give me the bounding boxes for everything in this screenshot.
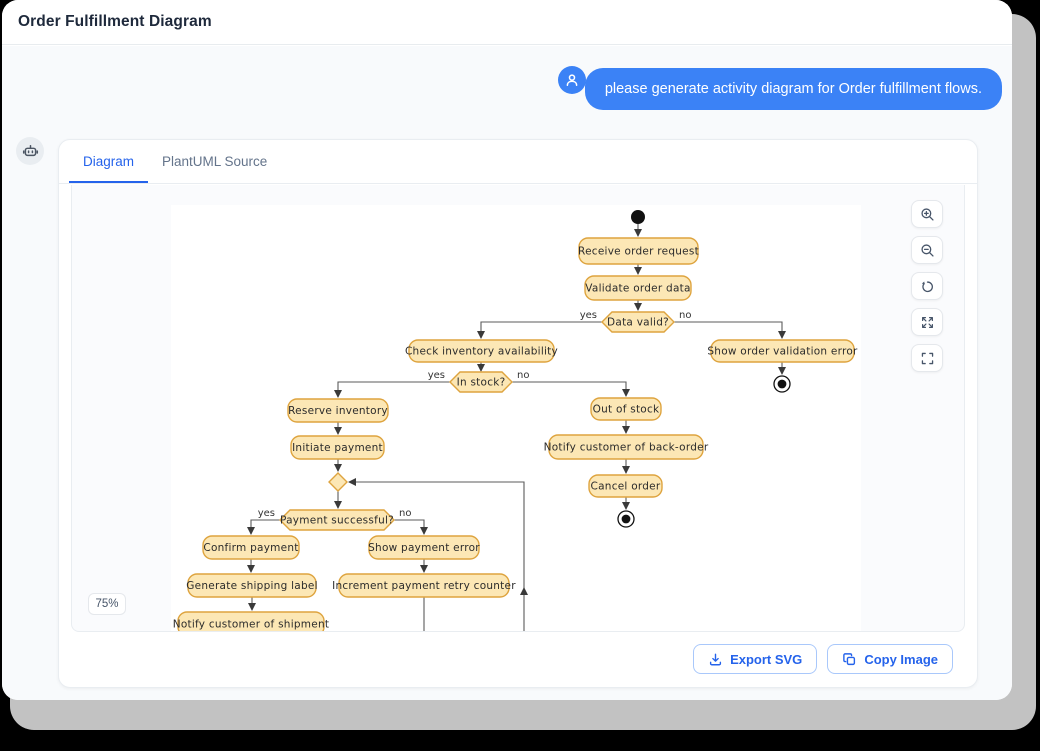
activity-node-payerror: [368, 535, 480, 560]
edge-line: [348, 478, 525, 631]
edge-label: yes: [580, 310, 597, 321]
app-header: Order Fulfillment Diagram: [2, 0, 1012, 45]
robot-icon: [22, 144, 38, 156]
tab-plantuml-source[interactable]: PlantUML Source: [162, 154, 268, 169]
user-avatar: [558, 66, 586, 94]
bot-avatar: [16, 137, 44, 165]
edge-line: [334, 381, 450, 398]
node-label: Data valid?: [607, 317, 669, 329]
edge-label: no: [399, 508, 411, 519]
edge-mid-arrow: [520, 587, 528, 595]
decision-node-d1: [601, 311, 675, 333]
node-label: In stock?: [457, 377, 506, 389]
activity-node-outofstock: [590, 397, 662, 421]
node-label: Notify customer of back-order: [544, 442, 709, 454]
activity-diagram-svg: yes no yes no yes no Receive order requestVali…: [173, 210, 858, 631]
tab-bar: Diagram PlantUML Source: [59, 140, 977, 184]
export-svg-label: Export SVG: [730, 651, 803, 667]
expand-button[interactable]: [911, 308, 943, 336]
edge-line: [247, 519, 280, 535]
merge-node: [328, 472, 348, 492]
reset-icon: [921, 280, 933, 292]
node-label: Increment payment retry counter: [332, 580, 516, 592]
edge-line: [477, 321, 602, 339]
node-label: Reserve inventory: [288, 405, 388, 417]
expand-arrows-icon: [921, 316, 933, 328]
zoom-out-icon: [920, 243, 934, 257]
activity-node-initiate: [290, 435, 385, 460]
activity-node-notifyship: [177, 611, 325, 631]
fit-screen-button[interactable]: [911, 344, 943, 372]
export-svg-button[interactable]: Export SVG: [693, 644, 818, 674]
zoom-in-button[interactable]: [911, 200, 943, 228]
card-footer: Export SVG Copy Image: [59, 631, 977, 687]
activity-node-increment: [338, 573, 510, 598]
activity-node-check: [408, 339, 555, 363]
node-label: Generate shipping label: [186, 580, 317, 592]
final-node-dot: [621, 514, 631, 524]
final-node-dot: [777, 379, 787, 389]
copy-image-button[interactable]: Copy Image: [827, 644, 953, 674]
copy-image-label: Copy Image: [864, 651, 938, 667]
decision-node-d2: [449, 371, 513, 393]
activity-node-validate: [584, 275, 692, 301]
node-label: Notify customer of shipment: [173, 619, 330, 631]
tab-diagram[interactable]: Diagram: [69, 140, 148, 183]
node-label: Cancel order: [591, 481, 661, 493]
activity-node-confirm: [202, 535, 300, 560]
zoom-controls: [911, 200, 943, 372]
node-label: Show order validation error: [707, 346, 858, 358]
activity-node-genlabel: [187, 573, 317, 598]
edge-line: [674, 321, 786, 339]
zoom-level-badge: 75%: [88, 593, 126, 615]
edge-label: yes: [258, 508, 275, 519]
reset-view-button[interactable]: [911, 272, 943, 300]
node-label: Validate order data: [585, 283, 690, 295]
download-icon: [709, 653, 722, 665]
edge-line: [512, 381, 630, 397]
activity-node-cancel: [588, 474, 663, 498]
page-title: Order Fulfillment Diagram: [18, 13, 212, 30]
person-icon: [566, 74, 578, 86]
edge-label: no: [517, 370, 529, 381]
activity-node-valerror: [710, 339, 855, 363]
node-label: Initiate payment: [292, 442, 383, 454]
zoom-out-button[interactable]: [911, 236, 943, 264]
app-window: Order Fulfillment Diagram please generat…: [2, 0, 1012, 700]
edge-line: [394, 519, 428, 535]
node-label: Payment successful?: [280, 515, 394, 527]
edge-label: yes: [428, 370, 445, 381]
node-label: Show payment error: [368, 542, 480, 554]
chat-area: please generate activity diagram for Ord…: [2, 46, 1012, 700]
node-label: Receive order request: [578, 246, 699, 258]
start-node: [631, 210, 645, 224]
activity-node-notifyback: [548, 434, 704, 460]
node-label: Out of stock: [593, 404, 660, 416]
activity-node-receive: [578, 237, 699, 265]
user-message-bubble: please generate activity diagram for Ord…: [584, 68, 1002, 110]
zoom-in-icon: [920, 207, 934, 221]
copy-icon: [843, 652, 856, 665]
fit-screen-icon: [921, 352, 933, 364]
activity-node-reserve: [287, 398, 389, 423]
decision-node-d3: [279, 509, 395, 531]
edge-label: no: [679, 310, 691, 321]
node-label: Check inventory availability: [405, 346, 558, 358]
node-label: Confirm payment: [203, 542, 298, 554]
